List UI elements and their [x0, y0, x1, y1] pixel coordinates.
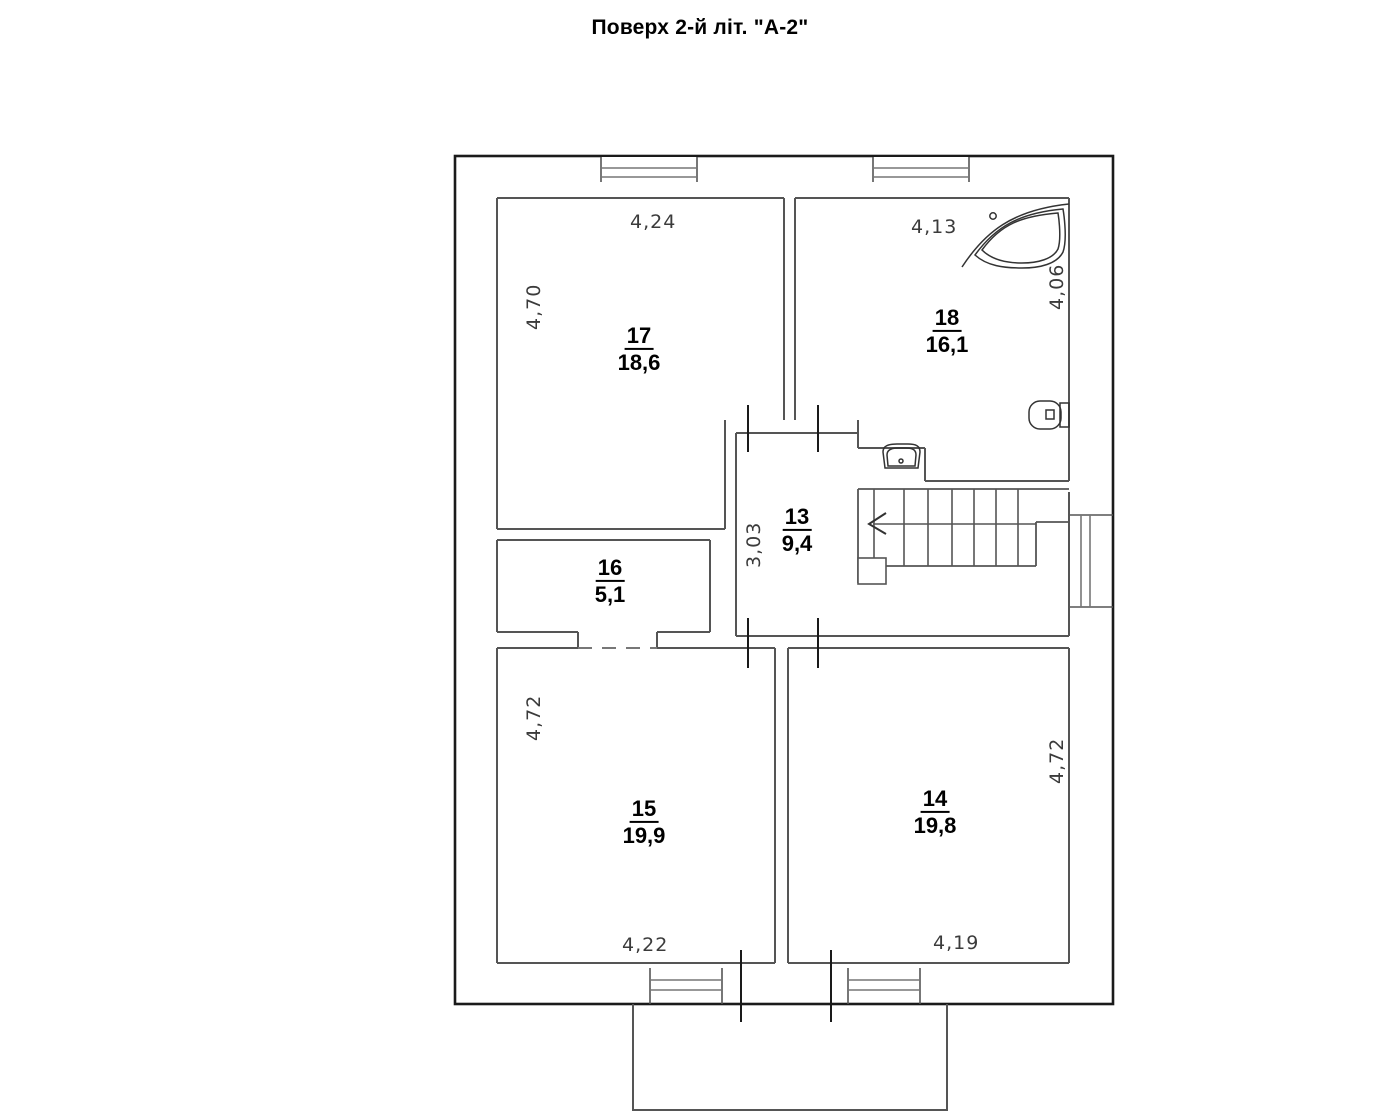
room-area: 19,9	[622, 823, 666, 848]
dimension-room-15-width: 4,22	[622, 934, 669, 956]
dimension-room-17-width: 4,24	[630, 211, 677, 233]
room-area: 9,4	[781, 531, 813, 556]
room-label-15: 15 19,9	[623, 797, 666, 847]
window-top-right	[872, 157, 970, 182]
page-title: Поверх 2-й літ. "А-2"	[591, 16, 809, 39]
dimension-room-14-height: 4,72	[1046, 737, 1068, 784]
window-bottom-left	[649, 968, 723, 1004]
door-openings	[740, 405, 832, 1022]
bathtub-icon	[961, 203, 1070, 269]
toilet-icon	[1028, 400, 1070, 430]
dimension-room-14-width: 4,19	[933, 932, 980, 954]
dimension-room-18-height: 4,06	[1046, 263, 1068, 310]
room-label-13: 13 9,4	[782, 505, 813, 555]
room-18-walls	[794, 197, 1070, 482]
room-number: 18	[932, 306, 962, 332]
window-top-left	[600, 157, 698, 182]
room-13-walls	[735, 432, 1070, 637]
room-label-18: 18 16,1	[926, 306, 969, 356]
room-15-walls	[496, 647, 776, 964]
room-number: 13	[782, 505, 812, 531]
exterior-walls	[453, 154, 1115, 1006]
room-area: 5,1	[594, 582, 626, 607]
room-label-17: 17 18,6	[618, 324, 661, 374]
room-area: 19,8	[913, 813, 957, 838]
room-number: 17	[624, 324, 654, 350]
room-label-16: 16 5,1	[595, 556, 626, 606]
room-number: 15	[629, 797, 659, 823]
window-bottom-right	[847, 968, 921, 1004]
room-label-14: 14 19,8	[914, 787, 957, 837]
room-14-walls	[787, 647, 1070, 964]
room-17-walls	[496, 197, 785, 530]
dimension-room-15-height: 4,72	[523, 694, 545, 741]
window-right	[1069, 514, 1113, 608]
staircase-icon	[857, 488, 1069, 585]
room-16-walls	[496, 539, 711, 649]
room-number: 14	[920, 787, 950, 813]
balcony-terrace	[632, 1004, 948, 1111]
washbasin-icon	[882, 443, 921, 469]
dimension-room-17-height: 4,70	[523, 283, 545, 330]
room-number: 16	[595, 556, 625, 582]
dimension-room-13-height: 3,03	[743, 521, 765, 568]
dimension-room-18-width: 4,13	[911, 216, 958, 238]
room-area: 16,1	[925, 332, 969, 357]
room-area: 18,6	[617, 350, 661, 375]
